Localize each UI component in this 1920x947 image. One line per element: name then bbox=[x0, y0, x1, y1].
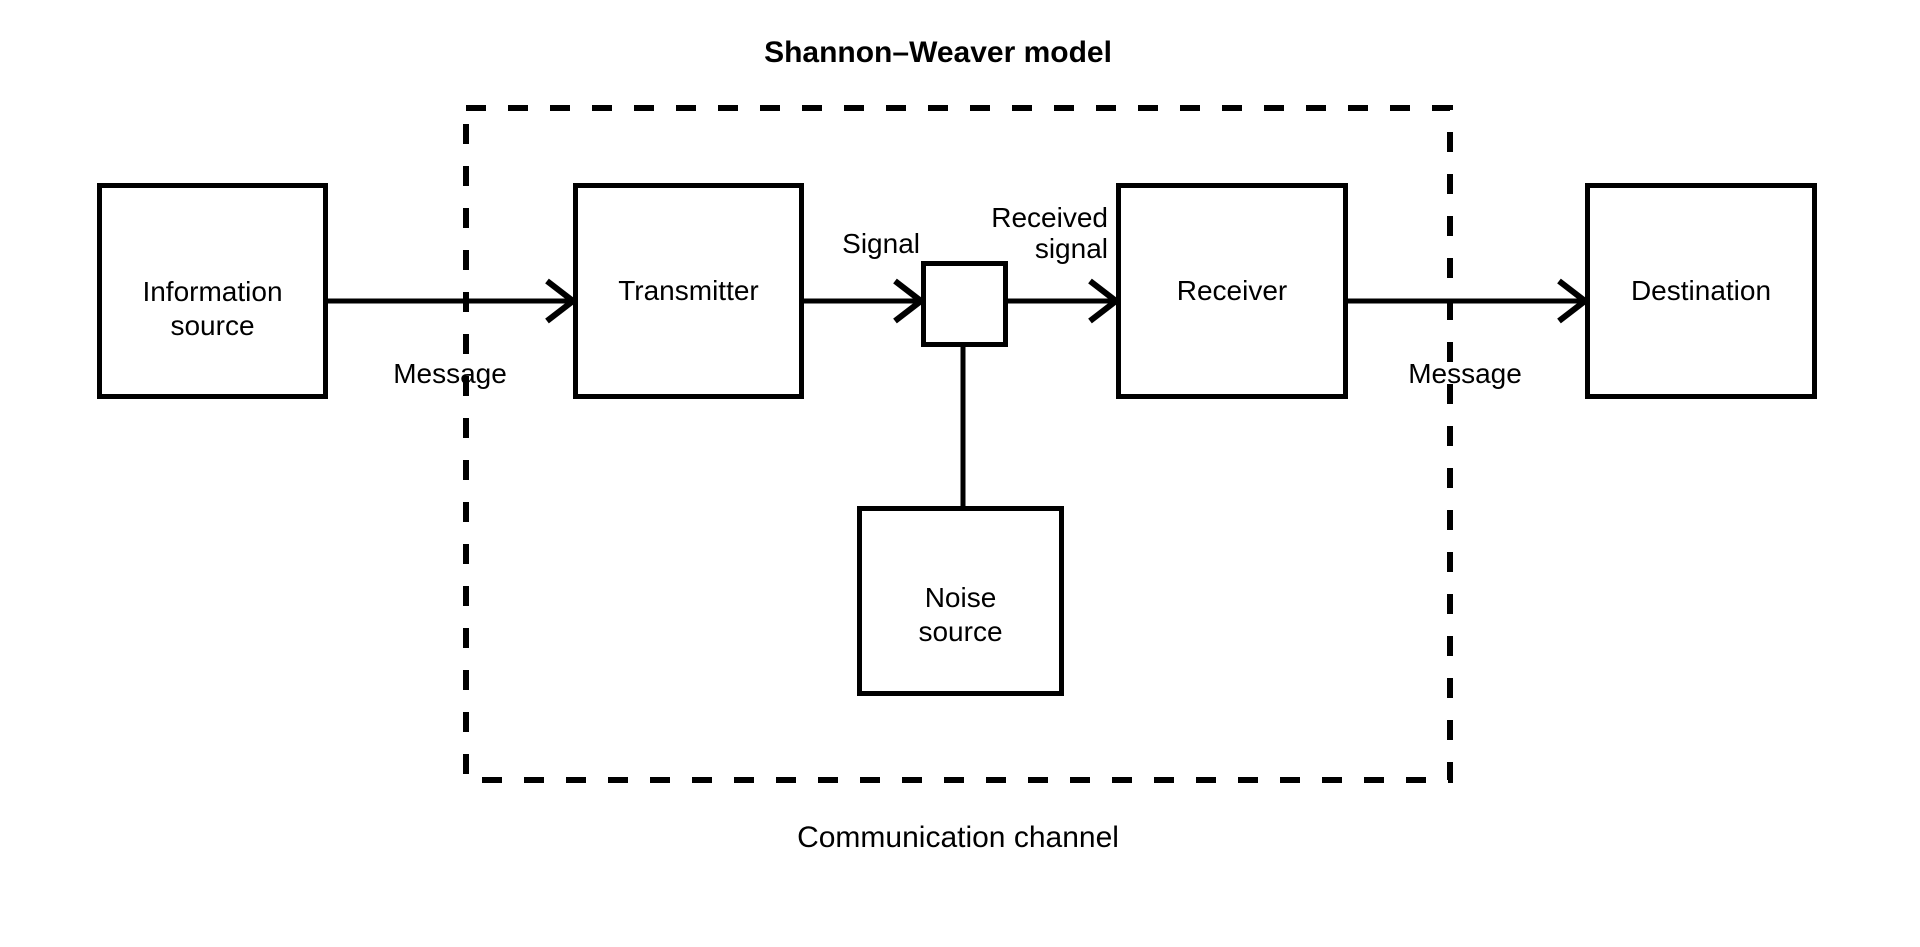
node-label-line: Destination bbox=[1630, 275, 1772, 306]
edge-label-message-right: Message bbox=[1408, 358, 1522, 389]
arrow-junction-to-receiver bbox=[1008, 278, 1121, 324]
communication-channel-caption: Communication channel bbox=[797, 821, 1119, 854]
edge-label-received-signal: Received signal bbox=[908, 202, 1108, 264]
edge-label-line: Received bbox=[991, 202, 1108, 233]
node-noise-junction bbox=[921, 261, 1008, 347]
node-label-line: source bbox=[918, 616, 1003, 647]
node-label-line: Receiver bbox=[1176, 275, 1288, 306]
arrow-information-to-transmitter bbox=[328, 278, 578, 324]
node-label-line: Information bbox=[142, 276, 283, 307]
node-information-source: Information source bbox=[97, 183, 328, 399]
node-noise-source: Noise source bbox=[857, 506, 1064, 696]
node-label-line: Transmitter bbox=[618, 275, 759, 306]
node-label-line: source bbox=[170, 310, 255, 341]
diagram-title: Shannon–Weaver model bbox=[764, 36, 1112, 69]
node-receiver: Receiver bbox=[1116, 183, 1348, 399]
node-label-line: Noise bbox=[924, 582, 997, 613]
node-destination: Destination bbox=[1585, 183, 1817, 399]
communication-channel-boundary bbox=[463, 105, 1453, 783]
arrow-transmitter-to-junction bbox=[804, 278, 926, 324]
arrow-receiver-to-destination bbox=[1348, 278, 1590, 324]
node-transmitter: Transmitter bbox=[573, 183, 804, 399]
edge-label-message-left: Message bbox=[393, 358, 507, 389]
edge-label-line: signal bbox=[1034, 233, 1108, 264]
edge-label-signal: Signal bbox=[842, 228, 920, 259]
